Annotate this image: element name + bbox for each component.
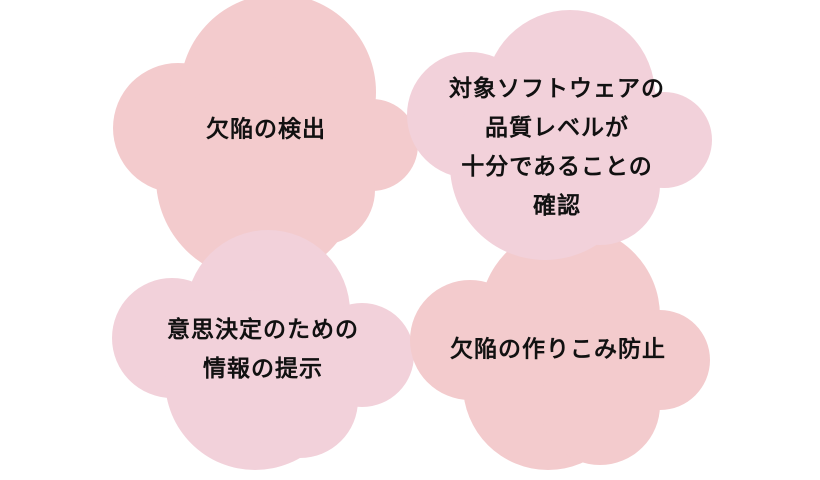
label-line: 十分であることの <box>461 154 653 180</box>
cloud-defect-detection-label: 欠陥の検出 <box>206 111 326 150</box>
label-line: 品質レベルが <box>485 115 629 141</box>
cloud-decision-information-shape <box>112 230 414 470</box>
label-line: 情報の提示 <box>203 356 323 382</box>
label-line: 対象ソフトウェアの <box>449 76 665 102</box>
cloud-defect-prevention-shape <box>410 226 710 470</box>
cloud-quality-confirmation-label: 対象ソフトウェアの 品質レベルが 十分であることの 確認 <box>449 70 665 226</box>
label-line: 欠陥の検出 <box>206 116 326 143</box>
cloud-decision-information-label: 意思決定のための 情報の提示 <box>167 311 359 389</box>
label-line: 確認 <box>533 193 581 219</box>
label-line: 欠陥の作りこみ防止 <box>450 336 666 363</box>
label-line: 意思決定のための <box>167 317 359 343</box>
cloud-defect-detection-shape <box>113 0 418 280</box>
cloud-defect-prevention-label: 欠陥の作りこみ防止 <box>450 331 666 370</box>
cloud-quality-confirmation-shape <box>407 10 712 260</box>
